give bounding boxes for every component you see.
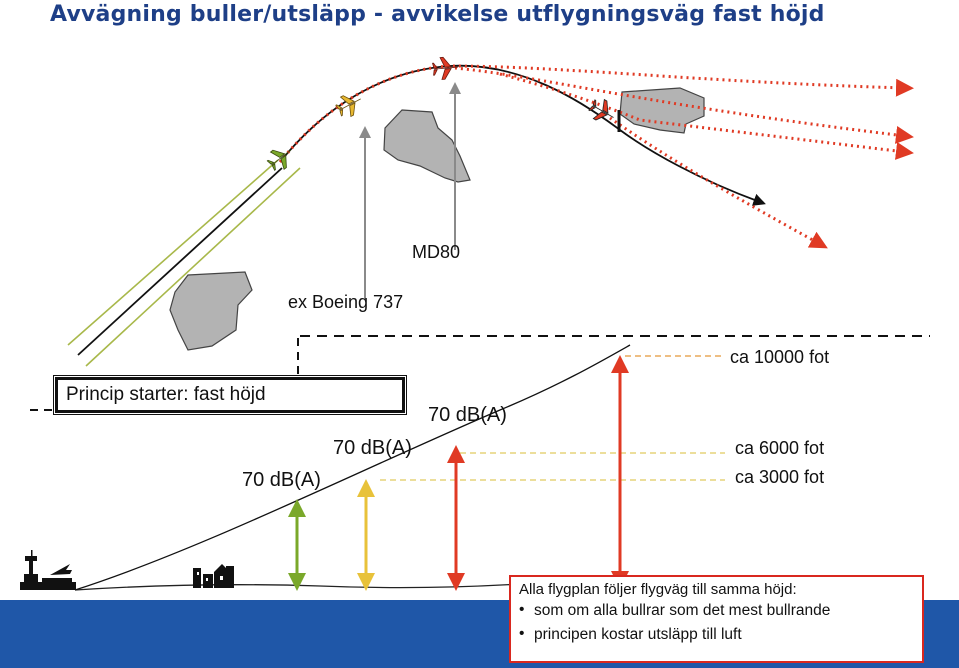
airplane-icon (332, 88, 367, 121)
flight-track-black (77, 167, 283, 356)
principle-box: Princip starter: fast höjd (55, 377, 405, 413)
info-bullet: som om alla bullrar som det mest bullran… (519, 601, 914, 620)
dotted-track-4 (609, 116, 828, 249)
info-heading: Alla flygplan följer flygväg till samma … (519, 581, 797, 598)
dotted-track-2 (454, 66, 914, 144)
dotted-track-1 (278, 64, 914, 163)
buildings-icon (193, 564, 234, 588)
page-title: Avvägning buller/utsläpp - avvikelse utf… (50, 2, 825, 27)
boeing-label: ex Boeing 737 (288, 292, 404, 312)
principle-label: Princip starter: fast höjd (66, 384, 266, 405)
info-box: Alla flygplan följer flygväg till samma … (509, 575, 924, 663)
noise-area-3 (619, 87, 705, 134)
ground-line (74, 583, 620, 591)
flight-track-olive-2 (85, 167, 301, 367)
info-list: som om alla bullrar som det mest bullran… (519, 601, 914, 644)
info-bullet: principen kostar utsläpp till luft (519, 625, 914, 644)
altitude-label-6000: ca 6000 fot (735, 438, 825, 458)
airplane-icon (431, 55, 460, 81)
noise-area-1 (169, 271, 253, 351)
noise-level-label-yellow: 70 dB(A) (333, 437, 412, 459)
noise-level-label-green: 70 dB(A) (242, 469, 321, 491)
climb-profile (74, 344, 631, 591)
altitude-label-3000: ca 3000 fot (735, 467, 825, 487)
airport-tower-icon (20, 550, 76, 590)
md80-label: MD80 (412, 242, 461, 262)
noise-level-label-red: 70 dB(A) (428, 404, 507, 426)
flight-track-curve (279, 64, 766, 206)
noise-area-2 (383, 109, 471, 183)
altitude-label-10000: ca 10000 fot (730, 347, 830, 367)
flight-track-olive-1 (67, 159, 279, 346)
